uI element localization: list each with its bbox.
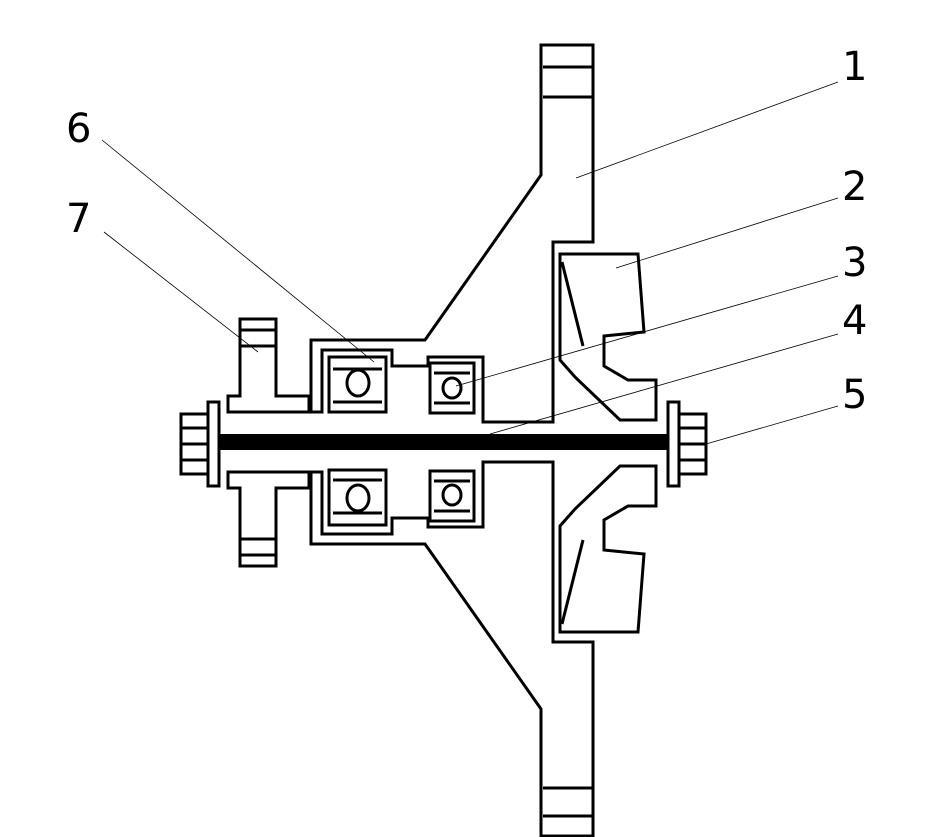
callout-7: 7 <box>66 196 91 242</box>
leader-5 <box>705 405 839 445</box>
shaft <box>220 434 668 450</box>
drive-pulley <box>226 317 311 568</box>
callout-6: 6 <box>66 106 91 152</box>
shaft-end-nuts <box>179 400 708 488</box>
leader-lines <box>101 81 839 445</box>
callout-5: 5 <box>842 372 867 418</box>
leader-3 <box>455 275 839 387</box>
large-bearing <box>327 355 388 527</box>
small-bearing <box>428 361 476 523</box>
housing <box>309 43 595 837</box>
leader-1 <box>575 81 839 179</box>
callout-3: 3 <box>842 240 867 286</box>
leader-4 <box>489 333 839 435</box>
impeller <box>558 252 658 634</box>
callout-4: 4 <box>842 298 867 344</box>
callout-1: 1 <box>842 44 867 90</box>
leader-2 <box>615 197 839 269</box>
callout-2: 2 <box>842 164 867 210</box>
leader-6 <box>101 139 375 363</box>
leader-7 <box>103 231 259 353</box>
callout-labels: 1 2 3 4 5 6 7 <box>66 44 867 418</box>
